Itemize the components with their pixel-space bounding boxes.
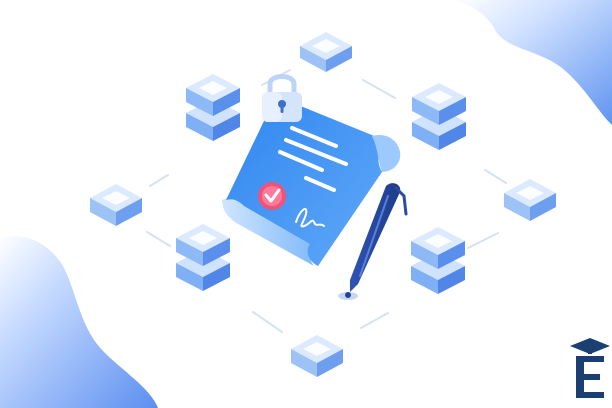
node-stack-top-right: [412, 83, 466, 150]
node-block-right: [504, 179, 556, 221]
padlock-icon: [262, 74, 302, 122]
document-text-lines: [278, 126, 348, 192]
corner-blob-bottom-left: [0, 235, 158, 408]
node-stack-top-left: [186, 74, 240, 141]
node-block-bottom: [291, 335, 343, 377]
node-block-left: [90, 184, 142, 226]
node-block-top: [300, 32, 352, 72]
node-connections: [146, 69, 507, 333]
signature-icon: [295, 207, 325, 228]
pen-icon: [338, 183, 408, 300]
corner-blob-top-right: [452, 0, 612, 125]
checkmark-seal-icon: [258, 182, 286, 210]
contract-document: [222, 96, 401, 266]
brand-logo-icon: [570, 338, 610, 398]
node-stack-bottom-right: [411, 227, 465, 294]
node-stack-bottom-left: [176, 224, 230, 291]
